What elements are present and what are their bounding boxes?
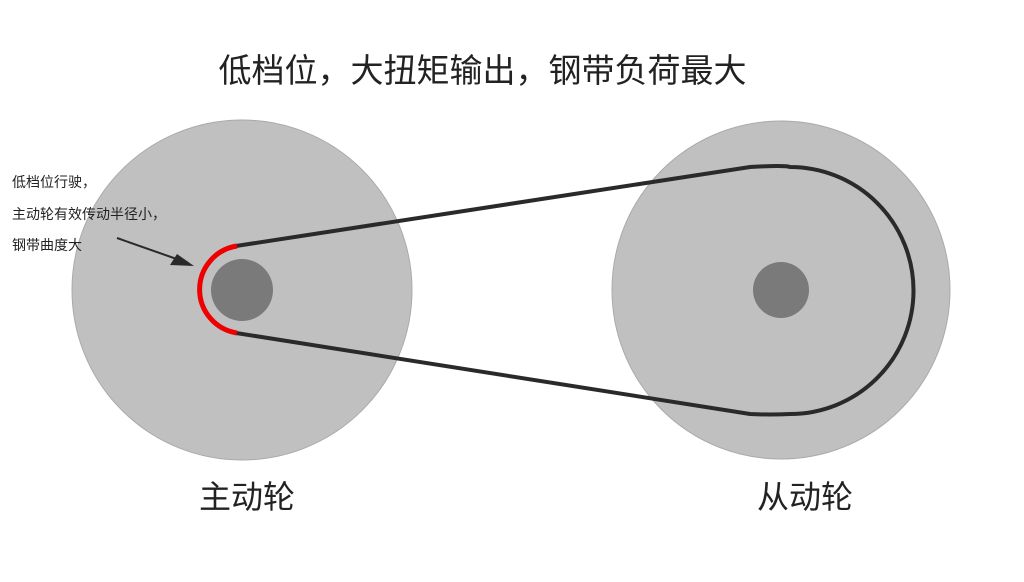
annotation-line: 低档位行驶，	[12, 175, 96, 191]
steel-belt	[235, 164, 916, 417]
driven-hub	[753, 262, 809, 318]
driving-hub	[211, 259, 273, 321]
driven-pulley-label: 从动轮	[756, 478, 853, 516]
arrow-icon	[116, 237, 194, 266]
annotation-line: 钢带曲度大	[12, 238, 82, 254]
diagram-title: 低档位，大扭矩输出，钢带负荷最大	[218, 51, 747, 90]
annotation-line: 主动轮有效传动半径小，	[12, 207, 166, 223]
belt-contact-arc	[197, 243, 238, 336]
driving-pulley-label: 主动轮	[198, 478, 295, 516]
